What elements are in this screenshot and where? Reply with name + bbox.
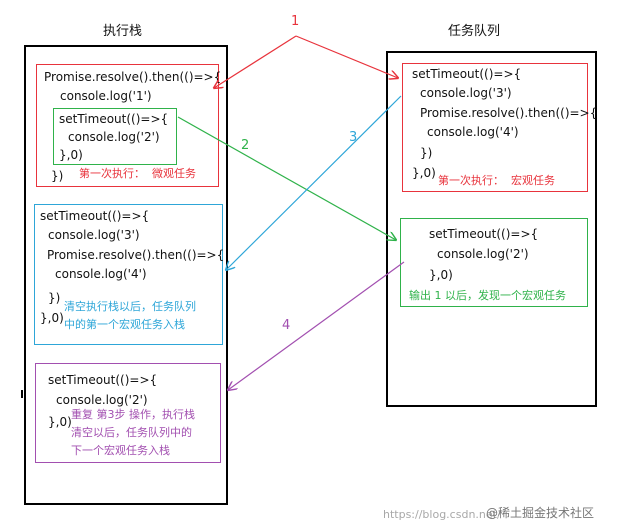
- stack-nested-settimeout-box: setTimeout(()=>{ console.log('2') },0): [53, 108, 177, 165]
- task-queue-column: [386, 51, 597, 407]
- stack-box2-line2: console.log('3'): [48, 228, 140, 242]
- nested-line1: setTimeout(()=>{: [59, 112, 169, 126]
- stack-box3-line2: console.log('2'): [56, 393, 148, 407]
- stack-macrotask-box: setTimeout(()=>{ console.log('3') Promis…: [34, 204, 225, 345]
- arrow-2-label: 2: [241, 138, 250, 153]
- stack-box1-close: }): [51, 169, 64, 183]
- stack-box2-line1: setTimeout(()=>{: [40, 209, 150, 223]
- stack-box2-line6: },0): [40, 311, 64, 325]
- arrow-3: [226, 95, 402, 270]
- queue-box2-line1: setTimeout(()=>{: [429, 227, 539, 241]
- stack-next-macrotask-box: setTimeout(()=>{ console.log('2') },0) 重…: [35, 363, 221, 463]
- arrow-3-label: 3: [349, 130, 358, 145]
- queue-box1-line6: },0): [412, 166, 436, 180]
- queue-box2-line2: console.log('2'): [437, 247, 529, 261]
- queue-box1-line5: }): [420, 146, 433, 160]
- queue-box1-note: 第一次执行： 宏观任务: [438, 174, 555, 187]
- stack-box2-line3: Promise.resolve().then(()=>{: [47, 248, 225, 262]
- stack-box2-line5: }): [48, 291, 61, 305]
- arrow-4-label: 4: [282, 318, 291, 333]
- watermark-url: https://blog.csdn.net/: [383, 508, 501, 521]
- queue-box1-line3: Promise.resolve().then(()=>{: [420, 106, 598, 120]
- stack-title: 执行栈: [103, 24, 143, 39]
- watermark-brand: @稀土掘金技术社区: [486, 506, 595, 520]
- stack-box1-note: 第一次执行： 微观任务: [79, 167, 196, 180]
- arrow-4: [228, 261, 405, 390]
- queue-box1-line4: console.log('4'): [427, 125, 519, 139]
- queue-settimeout-box: setTimeout(()=>{ console.log('2') },0) 输…: [400, 218, 588, 307]
- nested-line3: },0): [59, 148, 83, 162]
- queue-box1-line1: setTimeout(()=>{: [412, 67, 522, 81]
- nested-line2: console.log('2'): [68, 130, 160, 144]
- stack-microtask-box: Promise.resolve().then(()=>{ console.log…: [36, 64, 222, 187]
- arrow-1-left: [214, 35, 297, 88]
- stack-box3-note: 重复 第3步 操作，执行栈 清空以后，任务队列中的 下一个宏观任务入栈: [71, 408, 195, 457]
- stack-box3-line1: setTimeout(()=>{: [48, 373, 158, 387]
- arrow-1-right: [295, 35, 398, 78]
- execution-stack-column: [24, 45, 228, 505]
- stack-box3-line3: },0): [48, 415, 72, 429]
- stack-box2-note: 清空执行栈以后，任务队列 中的第一个宏观任务入栈: [64, 300, 196, 331]
- stack-box1-line1: Promise.resolve().then(()=>{: [44, 70, 222, 84]
- queue-macrotask-box: setTimeout(()=>{ console.log('3') Promis…: [402, 63, 597, 192]
- queue-box1-line2: console.log('3'): [420, 86, 512, 100]
- arrow-2: [177, 116, 396, 240]
- queue-box2-line3: },0): [429, 268, 453, 282]
- stack-box1-line2: console.log('1'): [60, 89, 152, 103]
- arrow-1-label: 1: [291, 14, 300, 29]
- queue-title: 任务队列: [448, 24, 501, 39]
- stack-box2-line4: console.log('4'): [55, 267, 147, 281]
- queue-box2-note: 输出 1 以后，发现一个宏观任务: [409, 289, 566, 302]
